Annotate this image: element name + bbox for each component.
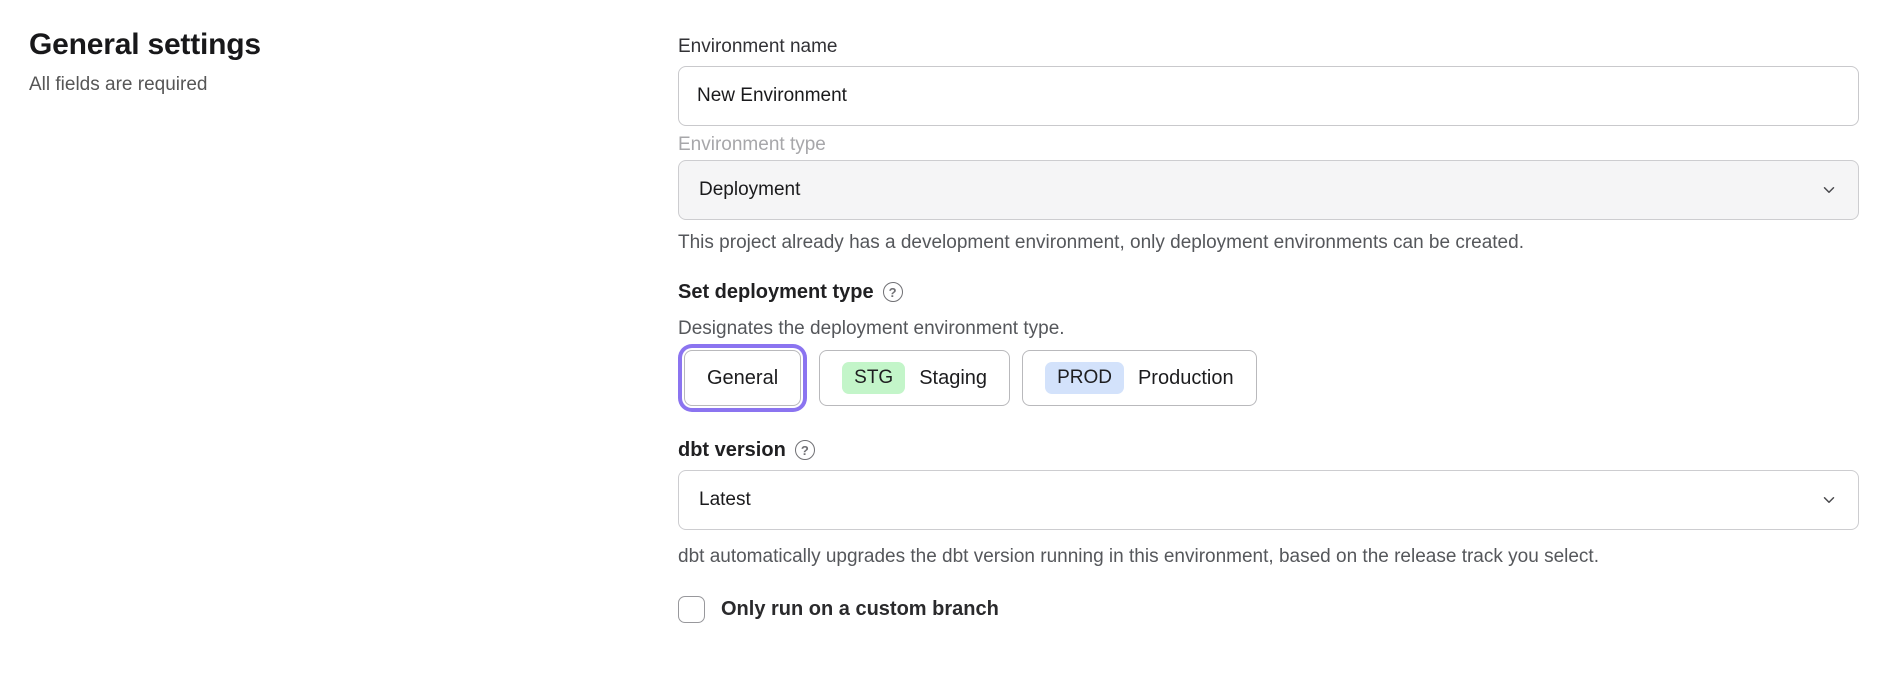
chevron-down-icon [1820, 181, 1838, 199]
environment-name-input[interactable] [678, 66, 1859, 126]
environment-type-select[interactable]: Deployment [678, 160, 1859, 220]
deployment-type-staging-label: Staging [919, 366, 988, 389]
dbt-version-label: dbt version [678, 439, 786, 461]
environment-settings-form: Environment name Environment type Deploy… [678, 28, 1859, 623]
deployment-type-production-button[interactable]: PROD Production [1022, 350, 1257, 406]
deployment-type-staging-button[interactable]: STG Staging [819, 350, 1011, 406]
dbt-version-header: dbt version ? [678, 438, 1859, 462]
deployment-type-label: Set deployment type [678, 281, 874, 303]
environment-name-label: Environment name [678, 36, 838, 57]
dbt-version-value: Latest [699, 489, 751, 510]
dbt-version-helper: dbt automatically upgrades the dbt versi… [678, 546, 1599, 567]
page-title: General settings [29, 28, 261, 61]
deployment-type-helper: Designates the deployment environment ty… [678, 318, 1065, 339]
dbt-version-select[interactable]: Latest [678, 470, 1859, 530]
help-icon[interactable]: ? [794, 440, 815, 460]
general-settings-page: General settings All fields are required… [29, 28, 1859, 623]
environment-type-value: Deployment [699, 179, 801, 200]
chevron-down-icon [1820, 491, 1838, 509]
page-subtitle: All fields are required [29, 74, 208, 95]
environment-type-helper: This project already has a development e… [678, 232, 1524, 253]
custom-branch-checkbox[interactable] [678, 596, 705, 623]
settings-header: General settings All fields are required [29, 28, 678, 623]
deployment-type-production-label: Production [1137, 366, 1234, 389]
staging-badge: STG [842, 362, 906, 394]
production-badge: PROD [1045, 362, 1124, 394]
deployment-type-general-button[interactable]: General [684, 350, 802, 406]
environment-type-label: Environment type [678, 134, 826, 155]
custom-branch-row: Only run on a custom branch [678, 596, 1859, 623]
deployment-type-header: Set deployment type ? [678, 280, 1859, 304]
deployment-type-options: General STG Staging PROD Production [678, 350, 1859, 406]
deployment-type-general-label: General [707, 366, 779, 389]
help-icon[interactable]: ? [882, 282, 903, 302]
custom-branch-label: Only run on a custom branch [721, 598, 999, 620]
